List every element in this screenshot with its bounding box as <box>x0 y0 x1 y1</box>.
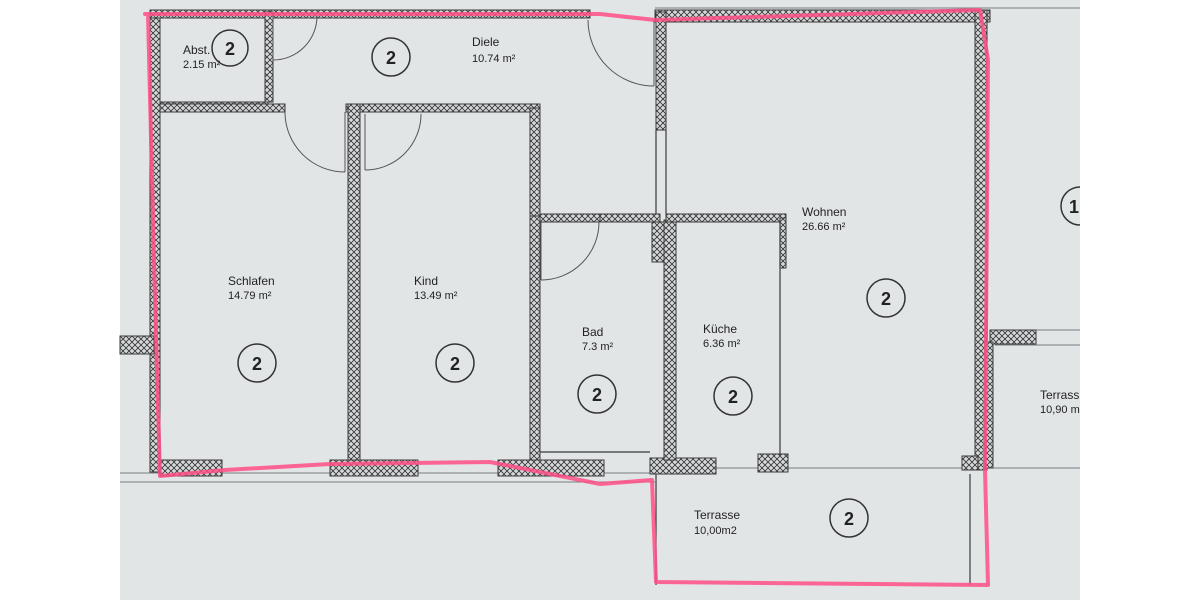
svg-text:2: 2 <box>386 48 396 68</box>
svg-text:2: 2 <box>844 509 854 529</box>
badge-abst <box>211 29 249 67</box>
badge-wohnen <box>866 278 906 318</box>
svg-text:1: 1 <box>1069 197 1079 217</box>
svg-text:2: 2 <box>252 354 262 374</box>
badge-kind <box>435 343 475 383</box>
svg-text:2: 2 <box>225 39 235 59</box>
room-name-terrasse: Terrasse <box>694 508 740 522</box>
room-area-kind: 13.49 m² <box>414 290 458 302</box>
room-area-abst: 2.15 m² <box>183 59 221 71</box>
room-name-bad: Bad <box>582 325 603 339</box>
badge-bad <box>577 374 617 414</box>
room-area-schlafen: 14.79 m² <box>228 290 272 302</box>
svg-text:2: 2 <box>450 354 460 374</box>
svg-text:2: 2 <box>592 385 602 405</box>
room-area-bad: 7.3 m² <box>582 341 614 353</box>
badge-terrasse <box>829 498 869 538</box>
room-area-diele: 10.74 m² <box>472 53 516 65</box>
room-area-terrasse: 10,00m2 <box>694 525 737 537</box>
room-name-kueche: Küche <box>703 322 737 336</box>
badge-schlafen <box>237 343 277 383</box>
room-name-diele: Diele <box>472 35 500 49</box>
room-name-abst: Abst. <box>183 43 210 57</box>
paper-background <box>120 0 1080 600</box>
room-name-kind: Kind <box>414 274 438 288</box>
room-name-terrasse-right: Terrass <box>1040 388 1079 402</box>
room-area-wohnen: 26.66 m² <box>802 221 846 233</box>
room-labels: Abst. 2.15 m² Diele 10.74 m² Schlafen 14… <box>183 35 1080 537</box>
badge-numbers: 2 2 2 2 2 2 2 2 1 <box>225 39 1079 529</box>
room-name-schlafen: Schlafen <box>228 274 275 288</box>
badge-kueche <box>713 376 753 416</box>
room-area-terrasse-right: 10,90 m <box>1040 404 1080 416</box>
svg-text:2: 2 <box>881 289 891 309</box>
room-area-kueche: 6.36 m² <box>703 338 741 350</box>
svg-text:2: 2 <box>728 387 738 407</box>
badge-diele <box>371 37 411 77</box>
room-name-wohnen: Wohnen <box>802 205 846 219</box>
door-swings <box>272 15 655 281</box>
highlight-outline <box>143 8 990 587</box>
